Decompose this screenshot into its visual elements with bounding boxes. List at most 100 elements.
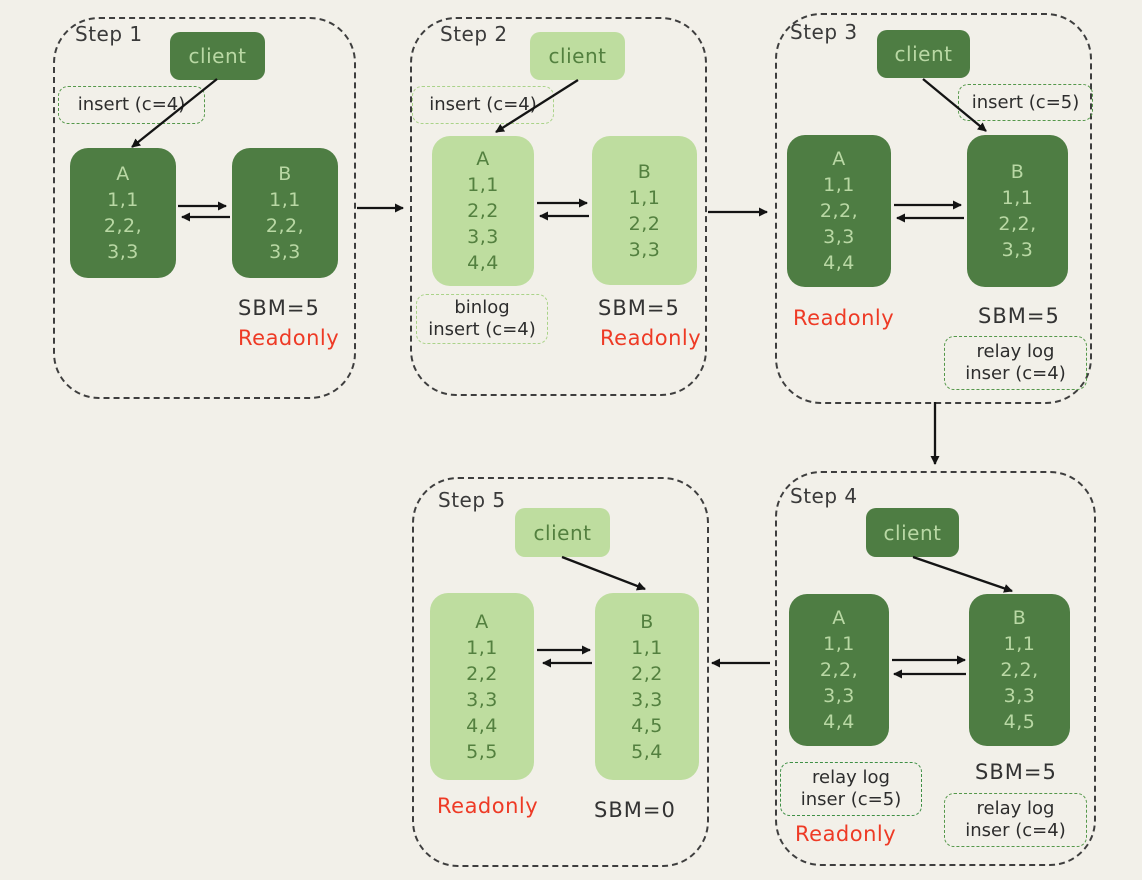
- step2-binlog-line1: binlog: [454, 297, 510, 318]
- node-row: 3,3: [107, 241, 139, 263]
- step4-relay-b-annotation: relay log inser (c=4): [944, 793, 1087, 847]
- step1-panel: [53, 17, 356, 399]
- step5-node-a: A 1,1 2,2 3,3 4,4 5,5: [430, 593, 534, 780]
- step5-readonly-label: Readonly: [437, 794, 539, 818]
- step3-client-label: client: [894, 42, 953, 66]
- node-row: 1,1: [466, 636, 498, 659]
- node-row: 4,5: [631, 714, 663, 737]
- step2-binlog-line2: insert (c=4): [428, 319, 536, 340]
- step2-node-a-title: A: [476, 148, 490, 170]
- step4-readonly-label: Readonly: [795, 822, 897, 846]
- step3-insert-annotation: insert (c=5): [958, 84, 1093, 121]
- step1-node-b: B 1,1 2,2, 3,3: [232, 148, 338, 278]
- node-row: 4,4: [823, 711, 855, 733]
- node-row: 2,2: [466, 662, 498, 685]
- step2-sbm-value: SBM=5: [598, 296, 680, 320]
- node-row: 4,4: [466, 714, 498, 737]
- node-row: 1,1: [823, 633, 855, 655]
- step1-label: Step 1: [75, 22, 143, 46]
- step1-readonly-label: Readonly: [238, 326, 340, 350]
- step1-client-label: client: [188, 44, 247, 68]
- step4-node-a: A 1,1 2,2, 3,3 4,4: [789, 594, 889, 746]
- step4-node-a-title: A: [832, 607, 846, 629]
- node-row: 2,2,: [819, 659, 859, 681]
- step3-label: Step 3: [790, 20, 858, 44]
- node-row: 5,4: [631, 740, 663, 763]
- step4-node-b-title: B: [1012, 607, 1027, 629]
- node-row: 3,3: [628, 238, 661, 261]
- step3-readonly-label: Readonly: [793, 306, 895, 330]
- node-row: 1,1: [1003, 633, 1036, 655]
- node-row: 2,2: [628, 212, 661, 235]
- node-row: 3,3: [823, 226, 855, 248]
- step4-relay-b-line2: inser (c=4): [965, 820, 1066, 841]
- step5-panel: [412, 477, 709, 867]
- step3-relay-line2: inser (c=4): [965, 363, 1066, 384]
- node-row: 4,4: [823, 252, 855, 274]
- step3-node-a: A 1,1 2,2, 3,3 4,4: [787, 135, 891, 287]
- node-row: 3,3: [269, 241, 301, 263]
- step2-readonly-label: Readonly: [600, 326, 702, 350]
- step1-insert-label: insert (c=4): [77, 94, 186, 115]
- step3-node-a-title: A: [832, 148, 846, 170]
- step2-panel: [410, 17, 707, 396]
- node-row: 2,2,: [819, 200, 859, 222]
- node-row: 2,2: [631, 662, 663, 685]
- step3-sbm-value: SBM=5: [978, 304, 1060, 328]
- node-row: 2,2,: [103, 215, 143, 237]
- node-row: 3,3: [1001, 239, 1034, 261]
- node-row: 3,3: [1003, 685, 1036, 707]
- step3-panel: [775, 13, 1092, 404]
- node-row: 1,1: [1001, 187, 1034, 209]
- node-row: 1,1: [107, 189, 139, 211]
- step5-client-node: client: [515, 508, 610, 557]
- node-row: 3,3: [631, 688, 663, 711]
- step2-node-a: A 1,1 2,2 3,3 4,4: [432, 136, 534, 286]
- step5-label: Step 5: [438, 488, 506, 512]
- step4-label: Step 4: [790, 484, 858, 508]
- step3-node-b-title: B: [1010, 161, 1025, 183]
- step2-label: Step 2: [440, 22, 508, 46]
- step3-relay-annotation: relay log inser (c=4): [944, 336, 1087, 390]
- step3-node-b: B 1,1 2,2, 3,3: [967, 135, 1068, 287]
- step1-node-a-title: A: [116, 163, 130, 185]
- step1-insert-annotation: insert (c=4): [58, 86, 205, 124]
- node-row: 4,4: [467, 252, 499, 274]
- step3-relay-line1: relay log: [976, 341, 1055, 362]
- step1-client-node: client: [170, 32, 265, 80]
- step5-sbm-value: SBM=0: [594, 798, 676, 822]
- node-row: 3,3: [466, 688, 498, 711]
- node-row: 3,3: [823, 685, 855, 707]
- step4-client-node: client: [866, 508, 959, 557]
- node-row: 2,2,: [265, 215, 305, 237]
- step5-client-label: client: [533, 520, 592, 545]
- step2-insert-label: insert (c=4): [429, 94, 537, 115]
- step3-insert-label: insert (c=5): [971, 91, 1080, 113]
- node-row: 1,1: [631, 636, 663, 659]
- step1-node-a: A 1,1 2,2, 3,3: [70, 148, 176, 278]
- step5-node-a-title: A: [475, 610, 489, 633]
- step3-client-node: client: [877, 30, 970, 78]
- node-row: 3,3: [467, 226, 499, 248]
- node-row: 2,2,: [1000, 659, 1039, 681]
- node-row: 1,1: [628, 186, 661, 209]
- node-row: 1,1: [823, 174, 855, 196]
- step4-relay-b-line1: relay log: [976, 798, 1055, 819]
- node-row: 2,2: [467, 200, 499, 222]
- step1-sbm-value: SBM=5: [238, 296, 320, 320]
- step2-node-b-title: B: [637, 160, 652, 183]
- step2-client-label: client: [548, 44, 607, 68]
- step1-node-b-title: B: [278, 163, 292, 185]
- step2-binlog-annotation: binlog insert (c=4): [416, 294, 548, 344]
- step4-client-label: client: [883, 520, 942, 545]
- node-row: 1,1: [467, 174, 499, 196]
- step4-relay-a-line2: inser (c=5): [800, 789, 902, 810]
- step4-relay-a-annotation: relay log inser (c=5): [780, 762, 922, 816]
- node-row: 5,5: [466, 740, 498, 763]
- step5-node-b-title: B: [640, 610, 654, 633]
- step4-node-b: B 1,1 2,2, 3,3 4,5: [969, 594, 1070, 746]
- step4-relay-a-line1: relay log: [812, 767, 890, 788]
- step5-node-b: B 1,1 2,2 3,3 4,5 5,4: [595, 593, 699, 780]
- step2-insert-annotation: insert (c=4): [412, 86, 554, 124]
